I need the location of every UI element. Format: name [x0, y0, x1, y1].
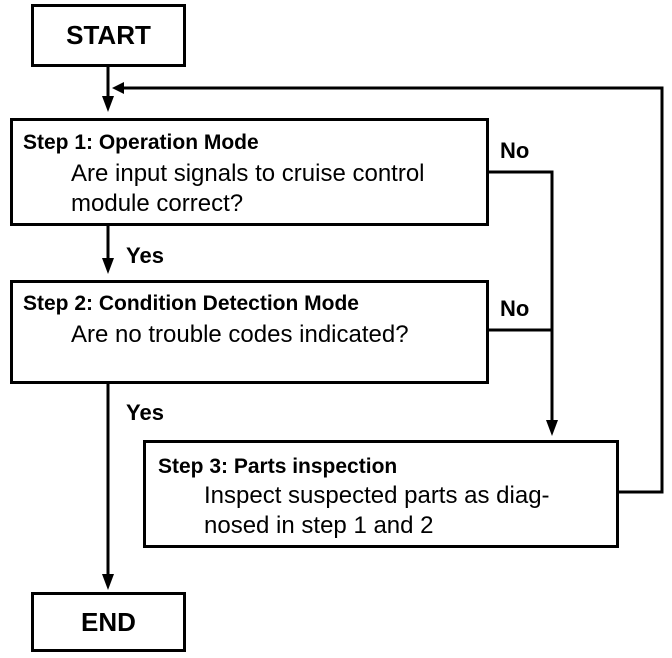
- no-label-step1: No: [500, 138, 530, 163]
- connector-step1-no: [488, 170, 554, 428]
- arrowhead-loop: [112, 82, 124, 94]
- yes-label-step1: Yes: [126, 243, 164, 268]
- step1-text-line2: module correct?: [71, 190, 244, 217]
- step3-text-line1: Inspect suspected parts as diag-: [204, 482, 550, 509]
- end-label: END: [81, 606, 136, 637]
- connector-step3-loop-back: [120, 86, 664, 494]
- arrowhead-end: [102, 574, 114, 590]
- step3-text-line2: nosed in step 1 and 2: [204, 512, 434, 539]
- start-label: START: [66, 20, 151, 50]
- step3-box: Step 3: Parts inspection Inspect suspect…: [143, 440, 619, 548]
- arrowhead-step2: [102, 258, 114, 274]
- no-label-step2: No: [500, 296, 530, 321]
- yes-label-step2: Yes: [126, 400, 164, 425]
- step2-text-line1: Are no trouble codes indicated?: [71, 321, 409, 348]
- end-terminal: END: [31, 592, 186, 652]
- arrowhead-step3: [546, 420, 558, 436]
- start-terminal: START: [31, 4, 186, 67]
- step1-title: Step 1: Operation Mode: [23, 131, 259, 154]
- step2-box: Step 2: Condition Detection Mode Are no …: [10, 280, 489, 384]
- arrowhead-step1: [102, 96, 114, 112]
- step1-box: Step 1: Operation Mode Are input signals…: [10, 118, 489, 226]
- step1-text-line1: Are input signals to cruise control: [71, 160, 425, 187]
- step3-title: Step 3: Parts inspection: [158, 455, 398, 478]
- step2-title: Step 2: Condition Detection Mode: [23, 292, 359, 315]
